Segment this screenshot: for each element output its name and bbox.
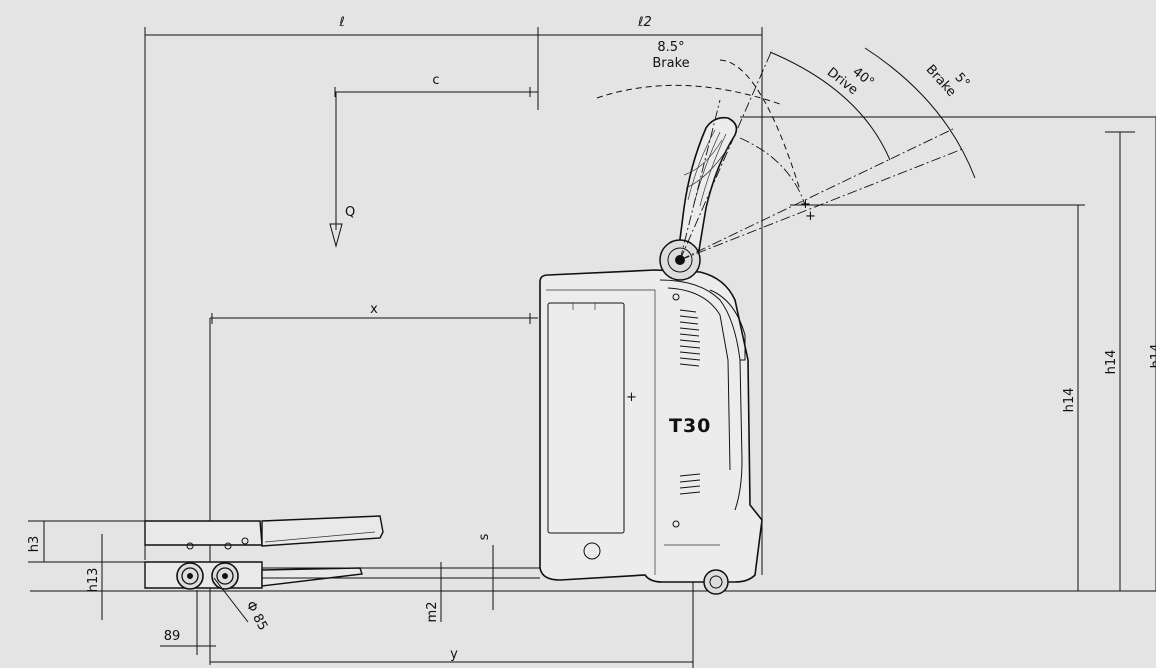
- tiller-angle-lines: + +: [596, 47, 976, 261]
- load-arrow-q: Q: [329, 92, 355, 248]
- label-89: 89: [164, 629, 181, 644]
- label-cut-off: h14: [1149, 344, 1156, 369]
- label-l: ℓ: [338, 15, 344, 30]
- angle-brake-top-value: 8.5°: [657, 40, 684, 55]
- angle-drive: 40° Drive: [824, 65, 877, 99]
- label-q: Q: [345, 205, 355, 220]
- dimension-c: c: [334, 73, 538, 97]
- drive-wheel: [664, 544, 729, 595]
- label-h3: h3: [27, 536, 42, 553]
- dimension-l: ℓ: [144, 15, 539, 560]
- vent-grille: [679, 309, 701, 495]
- dimension-x: x: [209, 302, 538, 665]
- dimension-h3: h3: [27, 520, 150, 563]
- label-h13: h13: [86, 568, 101, 593]
- label-x: x: [370, 302, 378, 317]
- label-y: y: [450, 647, 458, 662]
- angle-brake-top: 8.5° Brake: [652, 40, 689, 71]
- model-logo: T30: [669, 415, 711, 437]
- dimension-h14-left: h14: [790, 204, 1085, 591]
- label-s: s: [477, 533, 492, 540]
- svg-text:+: +: [805, 209, 816, 224]
- truck-chassis: +: [539, 269, 763, 583]
- tiller-arm: [659, 116, 738, 281]
- angle-brake-top-label: Brake: [652, 56, 689, 71]
- fork-lowered: [144, 561, 540, 589]
- dimension-l2: ℓ2: [538, 15, 763, 575]
- label-l2: ℓ2: [637, 15, 652, 30]
- dimension-h13: h13: [86, 534, 110, 620]
- dimension-h14-right: h14: [740, 116, 1156, 591]
- label-phi85: Φ 85: [242, 599, 270, 633]
- angle-brake-right: 5° Brake: [923, 62, 973, 100]
- center-mark: +: [626, 390, 637, 405]
- dimension-s: s: [477, 533, 500, 610]
- load-wheels: [176, 562, 239, 590]
- fork-raised: [144, 515, 384, 550]
- label-h14-left: h14: [1062, 388, 1077, 413]
- label-c: c: [432, 73, 439, 88]
- label-m2: m2: [425, 602, 440, 623]
- label-h14-right: h14: [1104, 350, 1119, 375]
- dimension-89: 89: [160, 590, 216, 655]
- dimension-m2: m2: [425, 562, 448, 622]
